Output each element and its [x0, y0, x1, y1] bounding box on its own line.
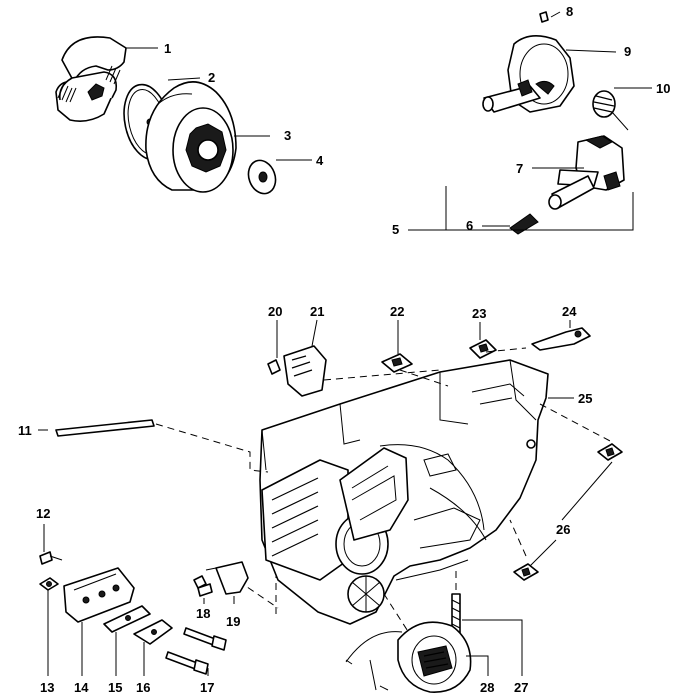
label-9: 9 — [624, 44, 631, 59]
label-1: 1 — [164, 41, 171, 56]
plate-15 — [103, 605, 151, 633]
starter-assembly-28 — [345, 621, 472, 693]
drum-washer — [247, 159, 277, 195]
label-15: 15 — [108, 680, 122, 695]
screw-and-guide-20-21 — [267, 345, 327, 397]
bolt-17 — [165, 627, 227, 675]
bracket-5 — [445, 186, 634, 231]
pump-worm-gear — [592, 90, 629, 131]
label-2: 2 — [208, 70, 215, 85]
nut-23 — [469, 339, 497, 359]
label-19: 19 — [226, 614, 240, 629]
label-27: 27 — [514, 680, 528, 695]
bracket-16 — [133, 619, 173, 645]
label-26: 26 — [556, 522, 570, 537]
label-5: 5 — [392, 222, 399, 237]
label-20: 20 — [268, 304, 282, 319]
oil-filter — [509, 213, 539, 235]
nut-22 — [381, 353, 413, 373]
label-3: 3 — [284, 128, 291, 143]
label-12: 12 — [36, 506, 50, 521]
clutch-assembly — [55, 36, 127, 122]
lever-24 — [531, 327, 591, 351]
label-25: 25 — [578, 391, 592, 406]
label-14: 14 — [74, 680, 89, 695]
nut-26-upper — [597, 443, 623, 461]
label-21: 21 — [310, 304, 324, 319]
oil-pickup-assembly — [548, 135, 625, 210]
label-11: 11 — [18, 423, 32, 438]
nut-26-lower — [513, 563, 539, 581]
clutch-drum — [145, 81, 237, 193]
part-labels: 1 2 3 4 5 6 7 8 9 10 11 12 13 14 15 16 1… — [18, 4, 670, 695]
label-8: 8 — [566, 4, 573, 19]
rod-part-11 — [55, 419, 155, 437]
screw-12 — [39, 551, 63, 565]
label-24: 24 — [562, 304, 577, 319]
label-18: 18 — [196, 606, 210, 621]
label-16: 16 — [136, 680, 150, 695]
nut-13 — [39, 577, 59, 591]
crankcase-housing — [259, 359, 549, 625]
catch-19 — [205, 561, 249, 595]
label-23: 23 — [472, 306, 486, 321]
label-6: 6 — [466, 218, 473, 233]
label-22: 22 — [390, 304, 404, 319]
label-17: 17 — [200, 680, 214, 695]
oil-pump-assembly — [482, 11, 575, 113]
plate-14 — [63, 567, 135, 623]
label-28: 28 — [480, 680, 494, 695]
label-4: 4 — [316, 153, 324, 168]
label-13: 13 — [40, 680, 54, 695]
nut-18 — [193, 575, 213, 597]
label-7: 7 — [516, 161, 523, 176]
label-10: 10 — [656, 81, 670, 96]
